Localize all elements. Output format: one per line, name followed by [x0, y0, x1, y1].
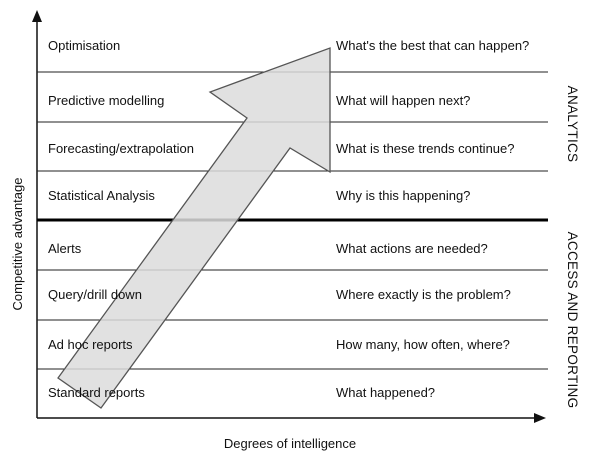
- x-axis-arrowhead: [534, 413, 546, 423]
- x-axis-label: Degrees of intelligence: [224, 436, 356, 451]
- level-label: Ad hoc reports: [48, 337, 133, 352]
- y-axis-arrowhead: [32, 10, 42, 22]
- row-dividers: [37, 71, 548, 370]
- level-label: Alerts: [48, 241, 82, 256]
- analytics-group-label: ANALYTICS: [565, 86, 580, 163]
- question-label: Why is this happening?: [336, 188, 470, 203]
- level-label: Predictive modelling: [48, 93, 164, 108]
- question-label: Where exactly is the problem?: [336, 287, 511, 302]
- access-reporting-group-label: ACCESS AND REPORTING: [565, 232, 580, 409]
- level-label: Statistical Analysis: [48, 188, 155, 203]
- question-label: What will happen next?: [336, 93, 470, 108]
- question-label: How many, how often, where?: [336, 337, 510, 352]
- progress-arrow: [57, 47, 331, 409]
- level-label: Standard reports: [48, 385, 145, 400]
- question-label: What actions are needed?: [336, 241, 488, 256]
- y-axis-label: Competitive advantage: [10, 178, 25, 311]
- level-label: Forecasting/extrapolation: [48, 141, 194, 156]
- question-label: What is these trends continue?: [336, 141, 515, 156]
- question-label: What's the best that can happen?: [336, 38, 529, 53]
- level-label: Optimisation: [48, 38, 120, 53]
- level-label: Query/drill down: [48, 287, 142, 302]
- question-label: What happened?: [336, 385, 435, 400]
